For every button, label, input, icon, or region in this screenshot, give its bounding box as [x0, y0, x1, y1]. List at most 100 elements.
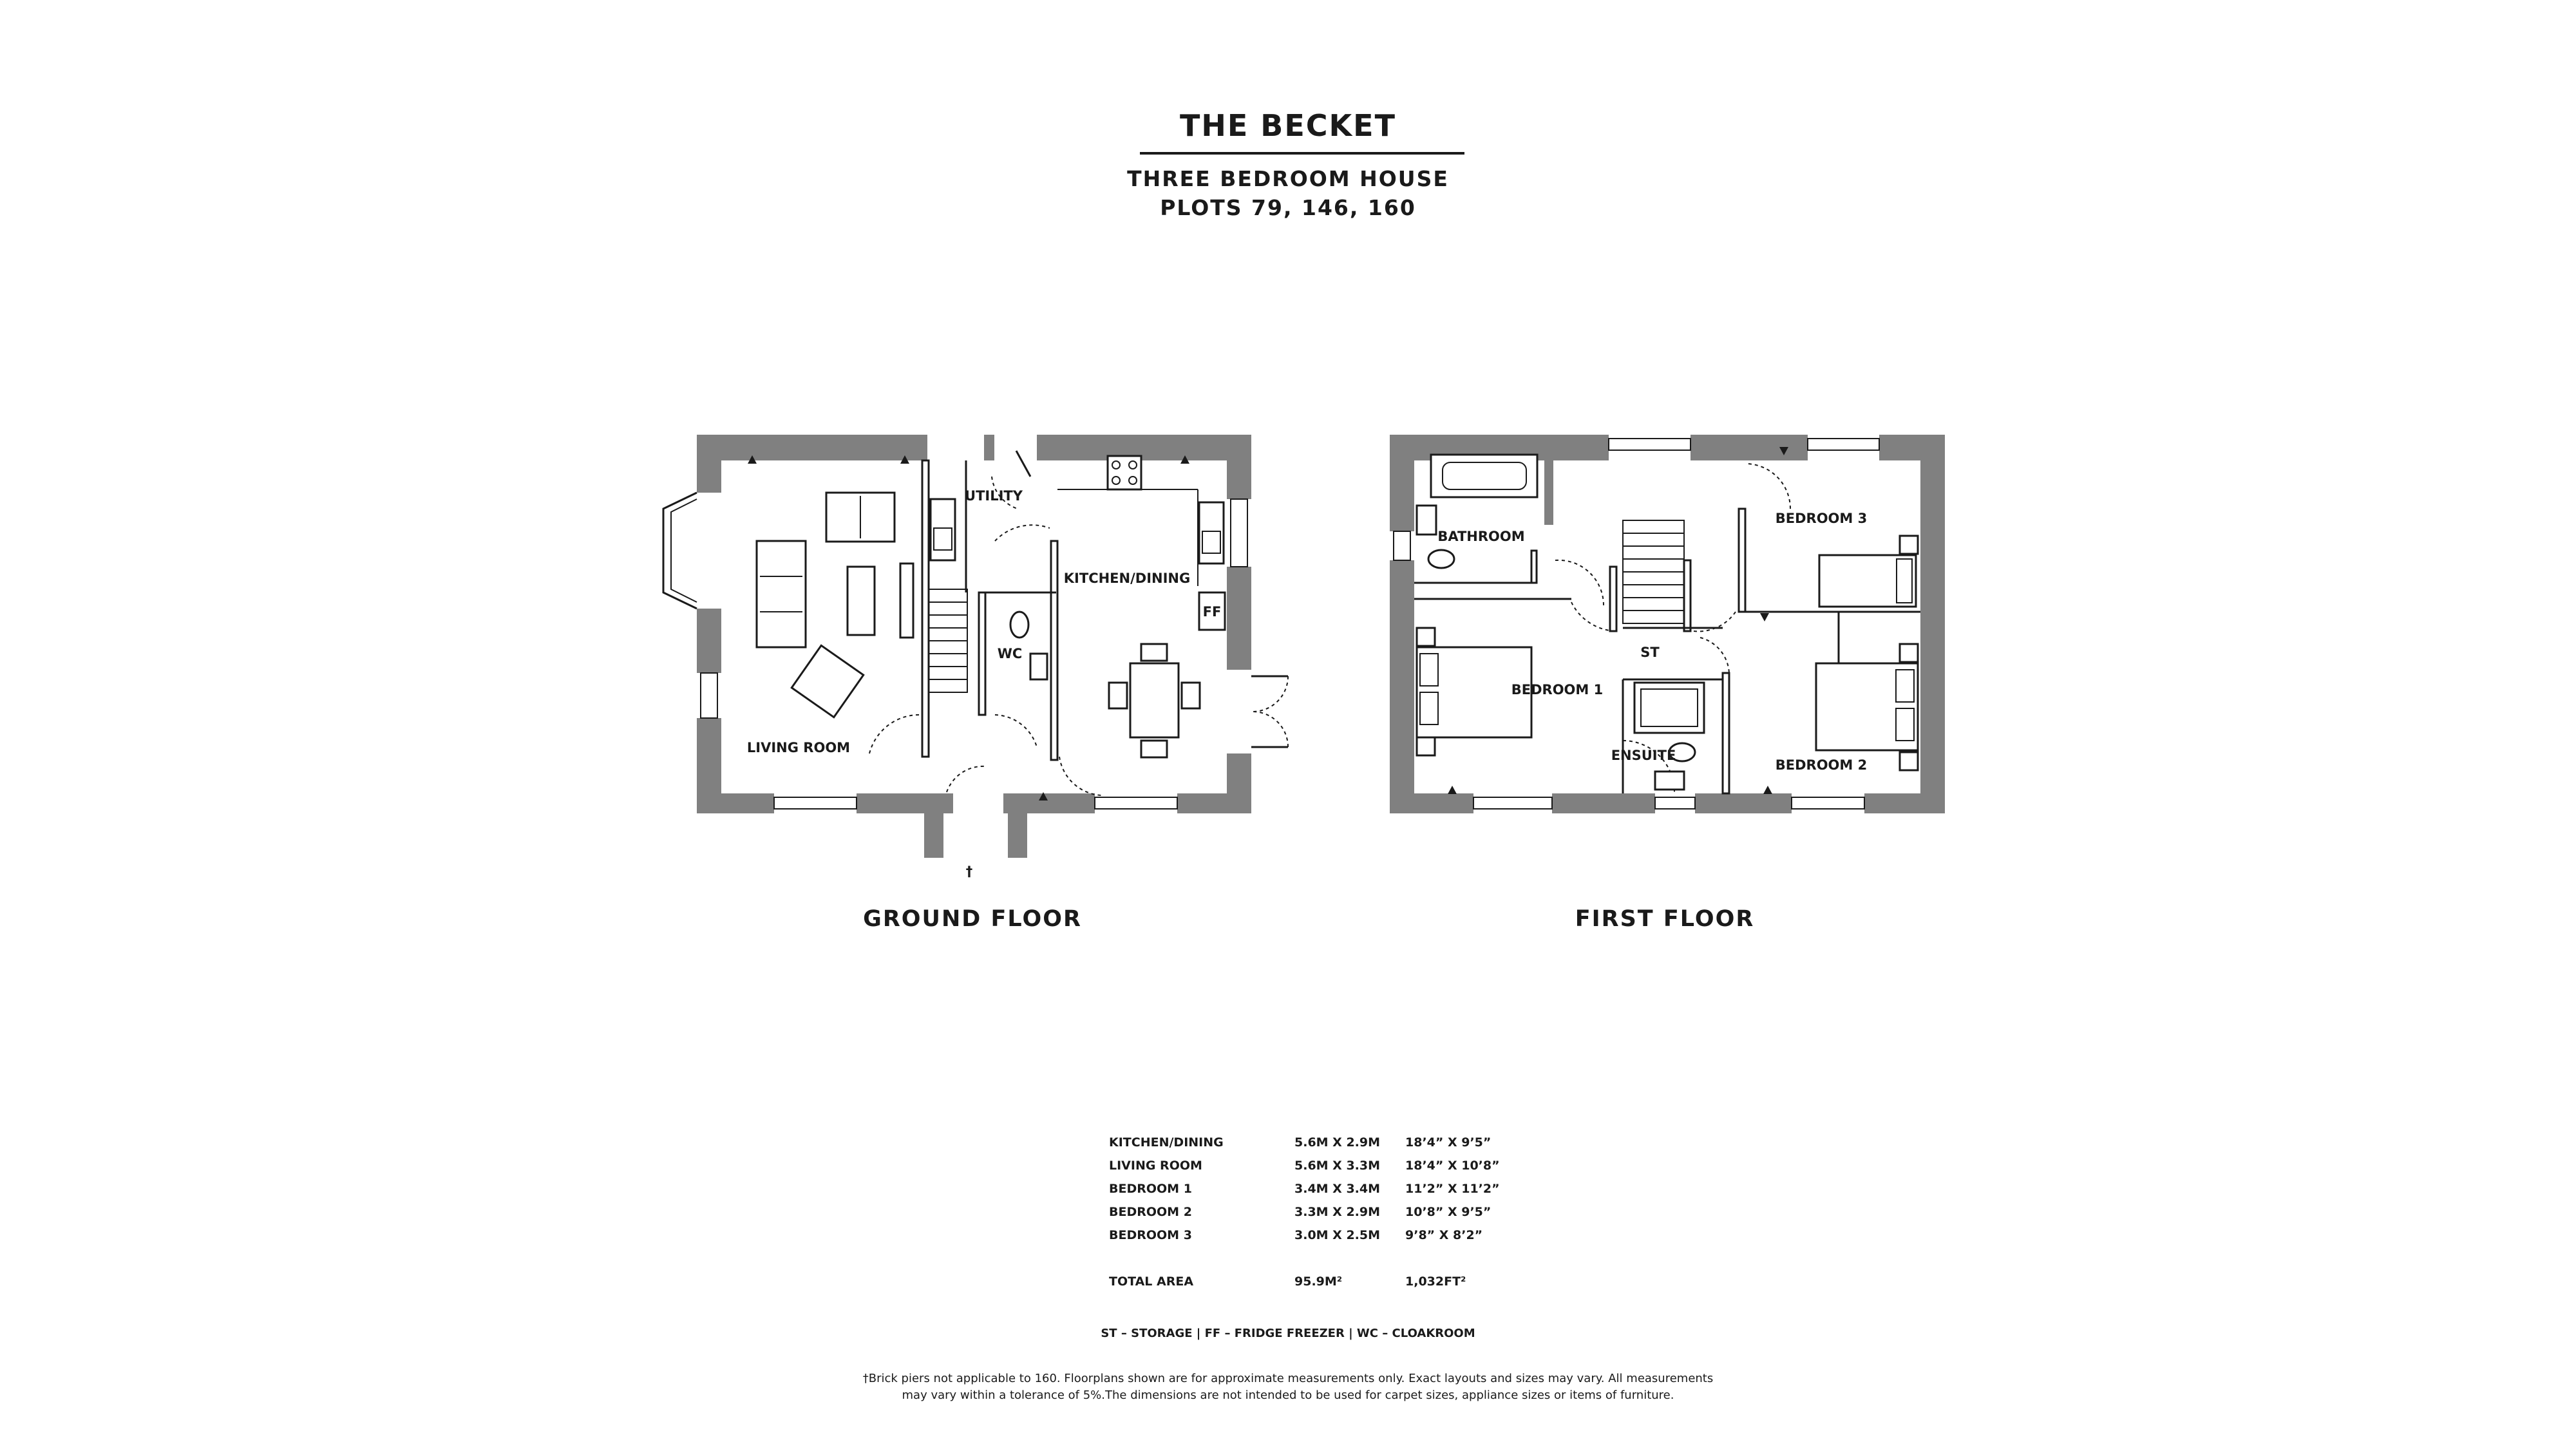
ff-marker	[1760, 613, 1769, 621]
total-area-metric: 95.9M²	[1294, 1274, 1343, 1289]
dim-room: BEDROOM 1	[1109, 1182, 1192, 1196]
ff-wall-landing-right	[1683, 559, 1692, 632]
gf-wall-bottom-4	[1177, 793, 1251, 813]
ff-wall-bed3-left	[1738, 507, 1747, 613]
ff-shower	[1633, 681, 1705, 734]
ff-ensuite-toilet	[1668, 742, 1696, 762]
pier-marker: †	[966, 864, 973, 879]
title-divider	[1140, 152, 1464, 155]
ff-wall-landing	[1609, 565, 1618, 632]
gf-wall-bottom-1	[697, 793, 774, 813]
plots-label: PLOTS 79, 146, 160	[1160, 195, 1416, 220]
gf-door-utility	[991, 476, 1018, 509]
gf-window-kitchen	[1230, 498, 1248, 567]
ff-window-bed1	[1473, 797, 1553, 810]
gf-brick-pier-right	[1008, 793, 1027, 858]
floor-label-first: FIRST FLOOR	[1575, 906, 1755, 932]
room-label-bedroom2: BEDROOM 2	[1776, 757, 1867, 773]
dimensions-table: KITCHEN/DINING 5.6M X 2.9M 18’4” X 9’5” …	[1109, 1131, 1534, 1293]
ff-ensuite-basin	[1654, 770, 1685, 791]
total-area-imperial: 1,032FT²	[1405, 1274, 1466, 1289]
ff-bedside	[1899, 643, 1919, 663]
ff-bedside	[1899, 535, 1919, 555]
dim-imperial: 18’4” X 9’5”	[1405, 1135, 1492, 1150]
gf-marker	[900, 455, 909, 464]
gf-fridge-freezer	[1198, 591, 1226, 631]
ff-window-bed2	[1791, 797, 1865, 810]
gf-chair	[1140, 739, 1168, 759]
gf-door-wc	[994, 714, 1037, 748]
ff-bed2	[1815, 662, 1919, 752]
ff-stair-treads	[1623, 533, 1684, 611]
dim-room: LIVING ROOM	[1109, 1159, 1202, 1173]
gf-marker	[748, 455, 757, 464]
gf-marker	[1039, 792, 1048, 800]
ground-floor-plan: LIVING ROOM UTILITY KITCHEN/DINING WC FF…	[662, 435, 1289, 932]
gf-wall-top-left	[697, 435, 927, 460]
dim-metric: 3.0M X 2.5M	[1294, 1228, 1381, 1242]
table-row: KITCHEN/DINING 5.6M X 2.9M 18’4” X 9’5”	[1109, 1131, 1534, 1154]
dim-room: BEDROOM 3	[1109, 1228, 1192, 1242]
ff-marker	[1763, 786, 1772, 794]
ff-wall-left-2	[1390, 560, 1414, 813]
gf-door-living	[869, 714, 922, 754]
ff-bedside	[1899, 751, 1919, 772]
ff-marker	[1779, 447, 1788, 455]
abbreviation-legend: ST – STORAGE | FF – FRIDGE FREEZER | WC …	[1101, 1327, 1475, 1340]
gf-french-swing-1	[1252, 676, 1289, 712]
disclaimer-line-2: may vary within a tolerance of 5%.The di…	[902, 1388, 1674, 1402]
ff-bath-toilet	[1427, 549, 1455, 569]
ff-window-bath	[1393, 531, 1411, 561]
gf-brick-pier-left	[924, 793, 943, 858]
ff-door-ensuite	[1622, 740, 1675, 793]
gf-chair	[1140, 643, 1168, 662]
gf-wall-top-right	[1037, 435, 1249, 460]
first-floor-plan: BATHROOM BEDROOM 3 BEDROOM 1 ST ENSUITE …	[1390, 435, 1945, 932]
gf-window-living	[773, 797, 857, 810]
ff-wall-top-mid	[1690, 435, 1808, 460]
gf-chair	[1108, 681, 1128, 710]
table-row: LIVING ROOM 5.6M X 3.3M 18’4” X 10’8”	[1109, 1154, 1534, 1177]
ff-bedside	[1416, 627, 1436, 647]
gf-window-left	[700, 672, 718, 719]
ff-wall-left-1	[1390, 435, 1414, 531]
gf-coffee-table	[846, 565, 876, 636]
ff-window-top-1	[1608, 438, 1691, 451]
gf-french-swing-2	[1252, 711, 1289, 748]
ff-wall-ensuite-right	[1721, 672, 1730, 795]
gf-dining-table	[1129, 662, 1180, 739]
table-row: BEDROOM 3 3.0M X 2.5M 9’8” X 8’2”	[1109, 1224, 1534, 1247]
room-label-st: ST	[1640, 645, 1660, 660]
gf-bay-window-inner	[670, 498, 697, 603]
page-subtitle: THREE BEDROOM HOUSE	[1127, 166, 1449, 191]
gf-door-kitchen	[994, 524, 1050, 542]
dim-imperial: 18’4” X 10’8”	[1405, 1159, 1500, 1173]
ff-bedside	[1416, 736, 1436, 757]
gf-wall-living-divider	[921, 459, 930, 758]
room-label-living: LIVING ROOM	[747, 740, 850, 755]
gf-armchair	[790, 644, 865, 719]
page-title: THE BECKET	[1179, 108, 1396, 143]
gf-tv-unit	[899, 562, 914, 639]
ff-bed3	[1818, 554, 1917, 608]
dim-metric: 5.6M X 2.9M	[1294, 1135, 1381, 1150]
gf-wall-left-1	[697, 435, 721, 493]
ff-door-st	[1700, 637, 1730, 677]
ff-window-ensuite	[1654, 797, 1696, 810]
ff-bath-tub	[1430, 453, 1539, 498]
dim-metric: 5.6M X 3.3M	[1294, 1159, 1381, 1173]
gf-door-front	[946, 765, 986, 793]
ff-wall-bottom-3	[1695, 793, 1792, 813]
gf-stair-treads	[929, 601, 967, 680]
gf-bay-window	[662, 491, 697, 610]
gf-wc-toilet	[1009, 611, 1030, 639]
dim-metric: 3.4M X 3.4M	[1294, 1182, 1381, 1196]
gf-wall-left-2	[697, 609, 721, 673]
dim-imperial: 11’2” X 11’2”	[1405, 1182, 1500, 1196]
ff-door-bed3-top	[1745, 463, 1791, 509]
gf-wall-right-1	[1227, 435, 1251, 499]
gf-wc-basin	[1029, 652, 1048, 681]
ff-bath-basin	[1416, 504, 1437, 536]
dim-imperial: 9’8” X 8’2”	[1405, 1228, 1483, 1242]
room-label-ensuite: ENSUITE	[1611, 748, 1676, 763]
